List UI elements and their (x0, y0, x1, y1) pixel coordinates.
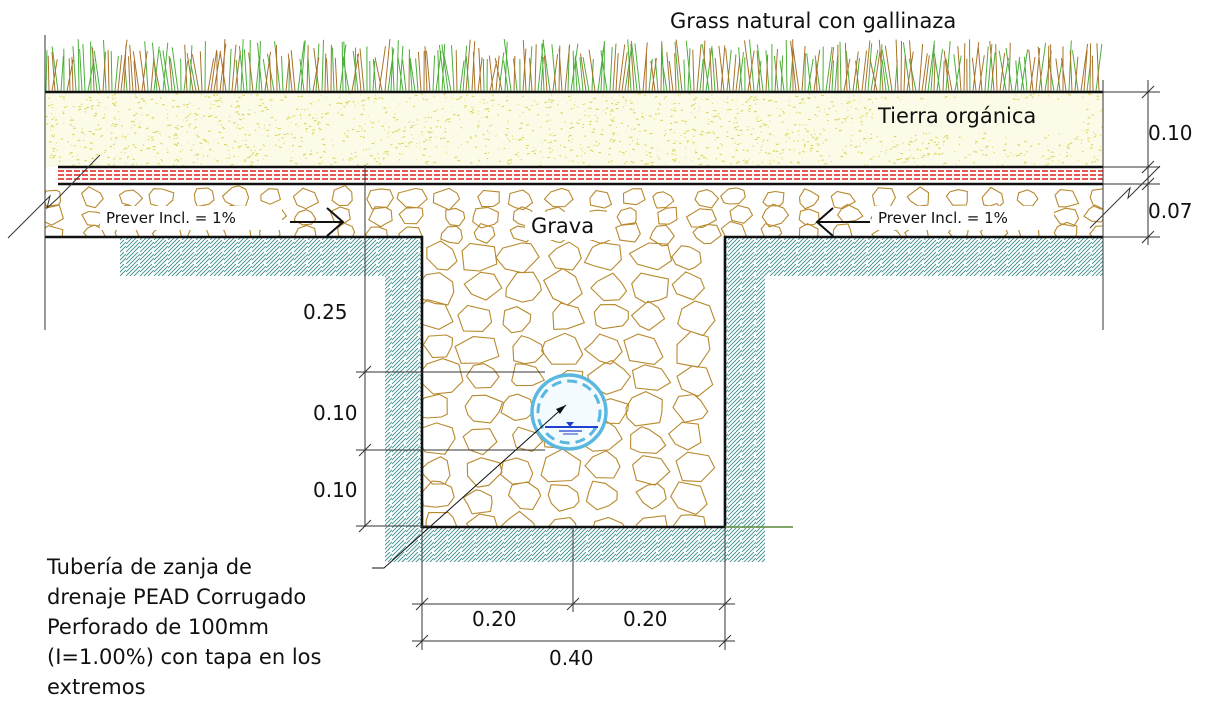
pipe-leader-line (372, 404, 567, 569)
liner-layer (58, 165, 1103, 186)
topsoil-label: Tierra orgánica (877, 104, 1036, 128)
grass-label: Grass natural con gallinaza (670, 9, 956, 33)
dim-half-left: 0.20 (472, 607, 517, 631)
pipe-note-line: extremos (47, 675, 146, 699)
pipe-note-line: Tubería de zanja de (47, 555, 252, 579)
slope-arrow-left (290, 207, 345, 237)
slope-left-label: Prever Incl. = 1% (106, 209, 236, 227)
width-dimensions (412, 527, 735, 650)
dim-upper-depth: 0.25 (303, 300, 348, 324)
pipe-note: Tubería de zanja de drenaje PEAD Corruga… (47, 552, 419, 702)
pipe-note-line: Perforado de 100mm (47, 615, 269, 639)
dim-pipe-lower: 0.10 (313, 478, 358, 502)
left-depth-dimensions (356, 165, 545, 533)
dim-topsoil: 0.10 (1148, 121, 1193, 145)
soil-hatch (120, 237, 1103, 562)
grass-layer (45, 38, 1103, 92)
pipe-note-line: (I=1.00%) con tapa en los (47, 645, 322, 669)
pipe-note-line: drenaje PEAD Corrugado (47, 585, 307, 609)
right-thickness-dimensions (1103, 80, 1160, 245)
gravel-label: Grava (531, 214, 594, 238)
section-edges (7, 35, 1161, 330)
slope-arrow-right (815, 207, 870, 237)
dim-gravel: 0.07 (1148, 199, 1193, 223)
drain-pipe (530, 373, 608, 451)
dim-half-right: 0.20 (623, 607, 668, 631)
slope-right-label: Prever Incl. = 1% (878, 209, 1008, 227)
dim-total-width: 0.40 (549, 646, 594, 670)
dim-pipe-upper: 0.10 (313, 401, 358, 425)
